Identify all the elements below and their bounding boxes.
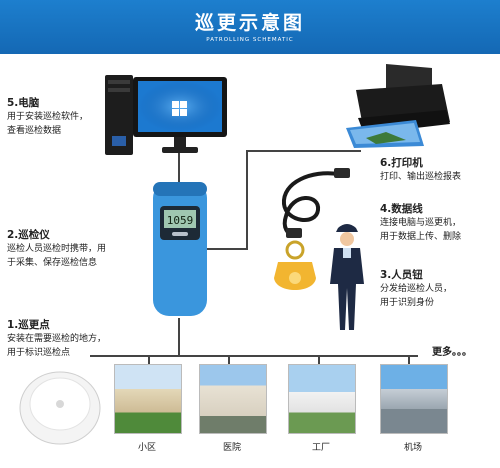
label-id-button: 3.人员钮 分发给巡检人员， 用于识别身份 [380, 268, 452, 310]
label-id-button-line: 分发给巡检人员， [380, 284, 453, 294]
connector-device-down [178, 318, 180, 356]
label-patrol-device-line: 巡检人员巡检时携带，用 [7, 244, 107, 254]
more-text: 更多。。。 [432, 347, 472, 358]
connector-drop-1 [148, 355, 150, 364]
caption-airport: 机场 [403, 443, 422, 453]
page-subtitle: PATROLLING SCHEMATIC [206, 37, 294, 43]
connector-drop-2 [228, 355, 230, 364]
label-checkpoint-heading: 1.巡更点 [7, 319, 50, 331]
security-guard-image [330, 224, 364, 330]
label-data-cable-heading: 4.数据线 [380, 203, 423, 215]
patrol-device-image: 1059 [153, 182, 207, 316]
label-checkpoint: 1.巡更点 安装在需要巡检的地方， 用于标识巡检点 [7, 318, 106, 360]
label-computer-line: 用于安装巡检软件， [7, 112, 89, 122]
label-patrol-device-heading: 2.巡检仪 [7, 229, 50, 241]
label-id-button-line: 用于识别身份 [380, 298, 435, 308]
label-computer: 5.电脑 用于安装巡检软件， 查看巡检数据 [7, 96, 88, 138]
connector-bottom-bus [148, 355, 418, 357]
connector-drop-3 [318, 355, 320, 364]
label-data-cable: 4.数据线 连接电脑与巡更机， 用于数据上传、删除 [380, 202, 461, 244]
label-printer-line: 打印、输出巡检报表 [380, 172, 462, 182]
connector-device-right [207, 248, 247, 250]
label-computer-line: 查看巡检数据 [7, 126, 62, 136]
checkpoint-tag-image [19, 371, 101, 445]
data-cable-image [281, 168, 350, 238]
page-title: 巡更示意图 [194, 12, 305, 34]
label-checkpoint-line: 用于标识巡检点 [7, 348, 71, 358]
computer-tower-image [105, 75, 133, 155]
label-printer: 6.打印机 打印、输出巡检报表 [380, 156, 461, 184]
connector-drop-4 [408, 355, 410, 364]
device-screen-readout: 1059 [167, 214, 194, 227]
caption-hospital: 医院 [222, 443, 241, 453]
monitor-image [133, 77, 227, 153]
header-banner: 巡更示意图 PATROLLING SCHEMATIC [0, 0, 500, 54]
photo-factory [288, 364, 356, 434]
connector-right-vertical [246, 150, 248, 250]
connector-computer-device [178, 152, 180, 184]
key-fob-image [274, 240, 316, 290]
label-checkpoint-line: 安装在需要巡检的地方， [7, 334, 107, 344]
label-data-cable-line: 连接电脑与巡更机， [380, 218, 462, 228]
label-patrol-device-line: 于采集、保存巡检信息 [7, 258, 98, 268]
label-computer-heading: 5.电脑 [7, 97, 40, 109]
connector-left-bus [90, 355, 150, 357]
caption-residential: 小区 [137, 443, 156, 453]
photo-residential [114, 364, 182, 434]
photo-airport [380, 364, 448, 434]
label-data-cable-line: 用于数据上传、删除 [380, 232, 462, 242]
label-patrol-device: 2.巡检仪 巡检人员巡检时携带，用 于采集、保存巡检信息 [7, 228, 106, 270]
label-printer-heading: 6.打印机 [380, 157, 423, 169]
label-id-button-heading: 3.人员钮 [380, 269, 423, 281]
printer-image [346, 64, 450, 148]
photo-hospital [199, 364, 267, 434]
caption-factory: 工厂 [311, 443, 330, 453]
connector-printer [246, 150, 361, 152]
